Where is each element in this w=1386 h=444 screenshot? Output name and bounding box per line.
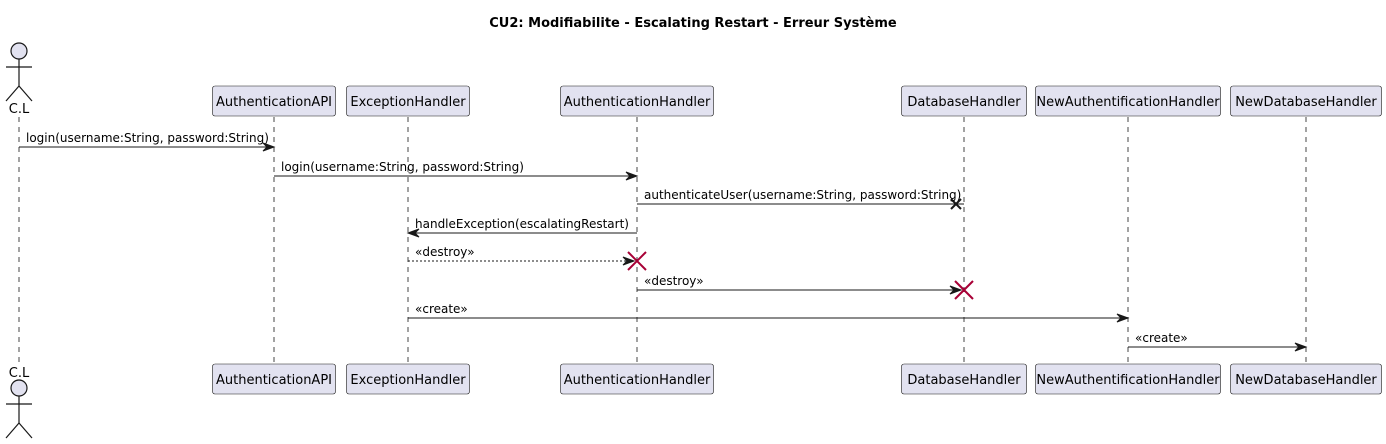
destroy-cross-icon [954, 280, 974, 300]
lost-message-cross-icon [950, 198, 962, 210]
participant-label: NewDatabaseHandler [1235, 373, 1377, 388]
arrowhead-icon [262, 142, 276, 152]
diagram-title: CU2: Modifiabilite - Escalating Restart … [489, 16, 897, 31]
participant-box [901, 363, 1027, 395]
participants-group: C.L C.L AuthenticationAPI AuthenticationAPI… [5, 42, 1382, 439]
participant-auth-bottom: AuthenticationHandler [560, 363, 714, 395]
participant-box [212, 85, 336, 117]
participant-label: ExceptionHandler [350, 373, 466, 388]
participant-box [346, 85, 470, 117]
participant-label: AuthenticationAPI [216, 373, 332, 388]
actor-label: C.L [9, 366, 30, 381]
participant-box [1035, 85, 1221, 117]
message-label: authenticateUser(username:String, passwo… [644, 188, 961, 202]
participant-label: DatabaseHandler [907, 95, 1021, 110]
actor-label: C.L [9, 102, 30, 117]
participant-box [560, 85, 714, 117]
messages-group: login(username:String, password:String) l… [19, 131, 1308, 352]
participant-label: AuthenticationHandler [564, 95, 711, 110]
participant-db-top: DatabaseHandler [901, 85, 1027, 117]
participant-box [212, 363, 336, 395]
participant-label: ExceptionHandler [350, 95, 466, 110]
destroy-cross-icon [627, 251, 647, 271]
message-label: «destroy» [644, 274, 704, 288]
message-8: «create» [1128, 331, 1308, 352]
arrowhead-icon [1294, 342, 1308, 352]
actor-head-icon [10, 42, 28, 60]
arrowhead-icon [1116, 313, 1130, 323]
participant-auth-top: AuthenticationHandler [560, 85, 714, 117]
participant-exc-top: ExceptionHandler [346, 85, 470, 117]
actor-cl-bottom: C.L [5, 366, 33, 439]
actor-head-icon [10, 379, 28, 397]
participant-box [901, 85, 1027, 117]
participant-box [1035, 363, 1221, 395]
actor-left-leg-icon [5, 422, 20, 439]
participant-exc-bottom: ExceptionHandler [346, 363, 470, 395]
actor-left-leg-icon [5, 85, 20, 102]
message-4: handleException(escalatingRestart) [406, 217, 637, 238]
message-6: «destroy» [637, 274, 974, 300]
arrowhead-icon [406, 228, 420, 238]
participant-label: DatabaseHandler [907, 373, 1021, 388]
participant-label: NewAuthentificationHandler [1036, 95, 1220, 110]
arrowhead-icon [949, 285, 963, 295]
participant-api-top: AuthenticationAPI [212, 85, 336, 117]
message-7: «create» [408, 302, 1130, 323]
participant-newauth-top: NewAuthentificationHandler [1035, 85, 1221, 117]
message-1: login(username:String, password:String) [19, 131, 276, 152]
participant-newdb-top: NewDatabaseHandler [1230, 85, 1382, 117]
participant-label: NewDatabaseHandler [1235, 95, 1377, 110]
arrowhead-icon [625, 171, 639, 181]
lifelines-group [18, 117, 1307, 364]
message-3: authenticateUser(username:String, passwo… [637, 188, 964, 210]
arrowhead-icon [622, 256, 636, 266]
actor-right-leg-icon [18, 85, 33, 102]
message-label: login(username:String, password:String) [26, 131, 269, 145]
participant-newdb-bottom: NewDatabaseHandler [1230, 363, 1382, 395]
participant-api-bottom: AuthenticationAPI [212, 363, 336, 395]
participant-box [560, 363, 714, 395]
message-label: handleException(escalatingRestart) [415, 217, 629, 231]
message-label: «create» [1135, 331, 1188, 345]
message-label: «create» [415, 302, 468, 316]
participant-label: AuthenticationAPI [216, 95, 332, 110]
message-5: «destroy» [408, 245, 647, 271]
participant-box [1230, 85, 1382, 117]
participant-box [1230, 363, 1382, 395]
message-label: «destroy» [415, 245, 475, 259]
actor-right-leg-icon [18, 422, 33, 439]
message-2: login(username:String, password:String) [274, 160, 639, 181]
message-label: login(username:String, password:String) [281, 160, 524, 174]
participant-newauth-bottom: NewAuthentificationHandler [1035, 363, 1221, 395]
participant-db-bottom: DatabaseHandler [901, 363, 1027, 395]
actor-cl-top: C.L [5, 42, 33, 117]
participant-label: NewAuthentificationHandler [1036, 373, 1220, 388]
participant-box [346, 363, 470, 395]
participant-label: AuthenticationHandler [564, 373, 711, 388]
